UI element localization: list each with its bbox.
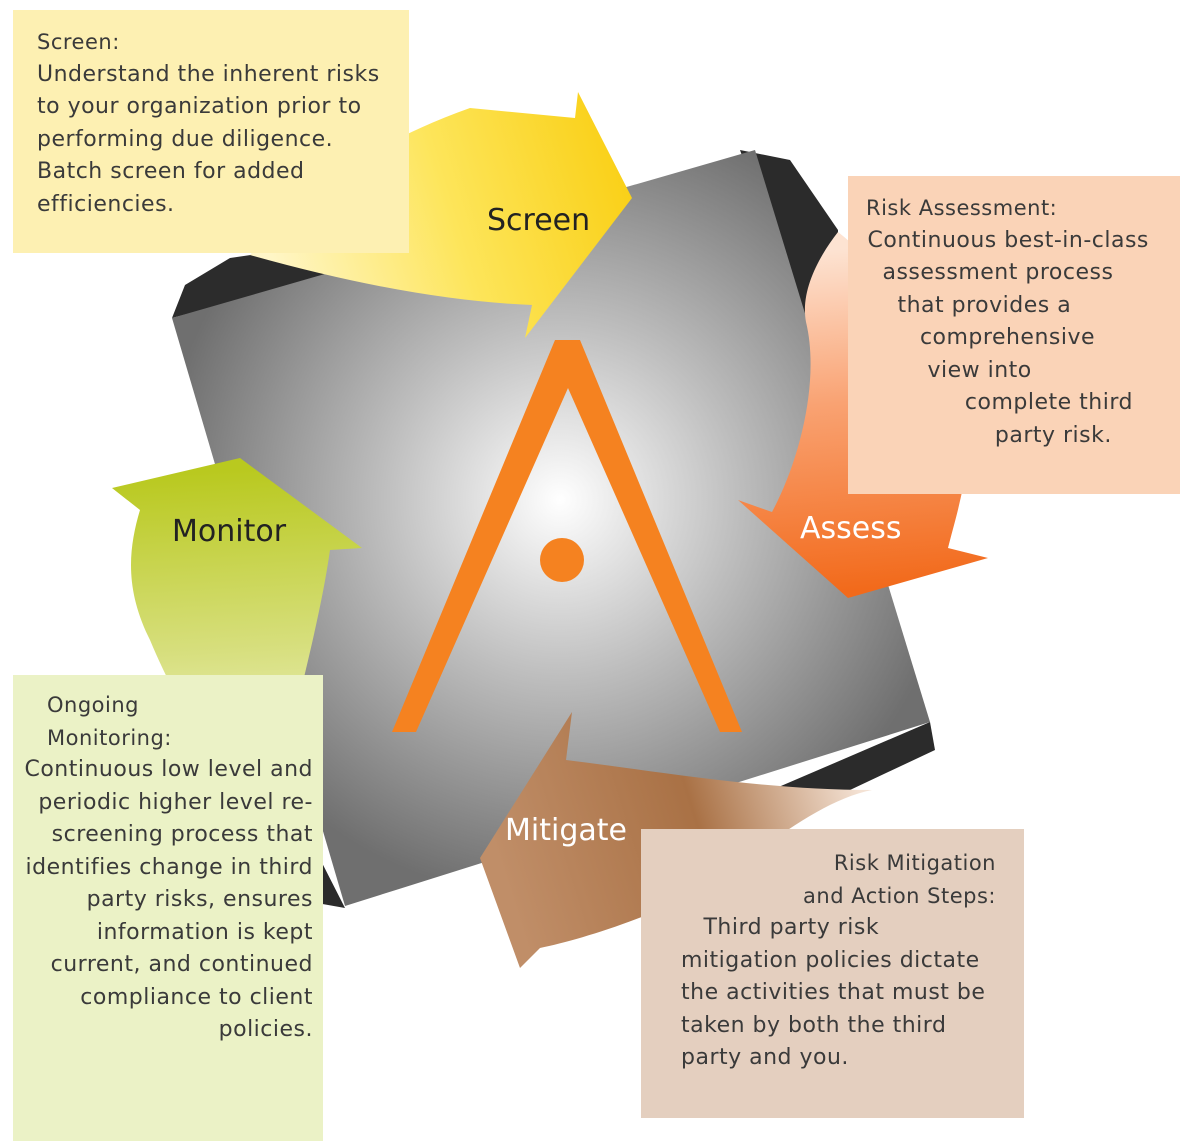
stage-label-monitor: Monitor <box>172 514 287 549</box>
monitor-arrow <box>112 458 362 830</box>
logo-a-mark <box>392 340 742 732</box>
assess-description-box: Risk Assessment: Continuous best-in-clas… <box>848 176 1180 494</box>
stage-label-assess: Assess <box>800 511 902 546</box>
stage-label-mitigate: Mitigate <box>505 813 627 848</box>
mitigate-description-box: Risk Mitigation and Action Steps: Third … <box>641 829 1024 1118</box>
center-square <box>172 150 930 906</box>
stage-label-screen: Screen <box>487 203 590 238</box>
mitigate-box-text: Third party risk mitigation policies dic… <box>681 915 986 1070</box>
screen-box-text: Understand the inherent risks to your or… <box>37 61 380 217</box>
logo-dot <box>540 538 584 582</box>
screen-arrow <box>250 92 632 338</box>
assess-box-title: Risk Assessment: <box>866 196 1058 220</box>
mitigate-box-title: Risk Mitigation and Action Steps: <box>803 851 996 908</box>
screen-description-box: Screen: Understand the inherent risks to… <box>13 10 409 253</box>
assess-box-text: Continuous best-in-class assessment proc… <box>867 227 1149 448</box>
monitor-box-title: Ongoing Monitoring: <box>47 693 172 750</box>
monitor-box-text: Continuous low level and periodic higher… <box>24 757 313 1042</box>
monitor-description-box: Ongoing Monitoring: Continuous low level… <box>13 675 323 1141</box>
screen-box-title: Screen: <box>37 30 120 54</box>
corner-fold-bottom-right <box>760 722 935 795</box>
